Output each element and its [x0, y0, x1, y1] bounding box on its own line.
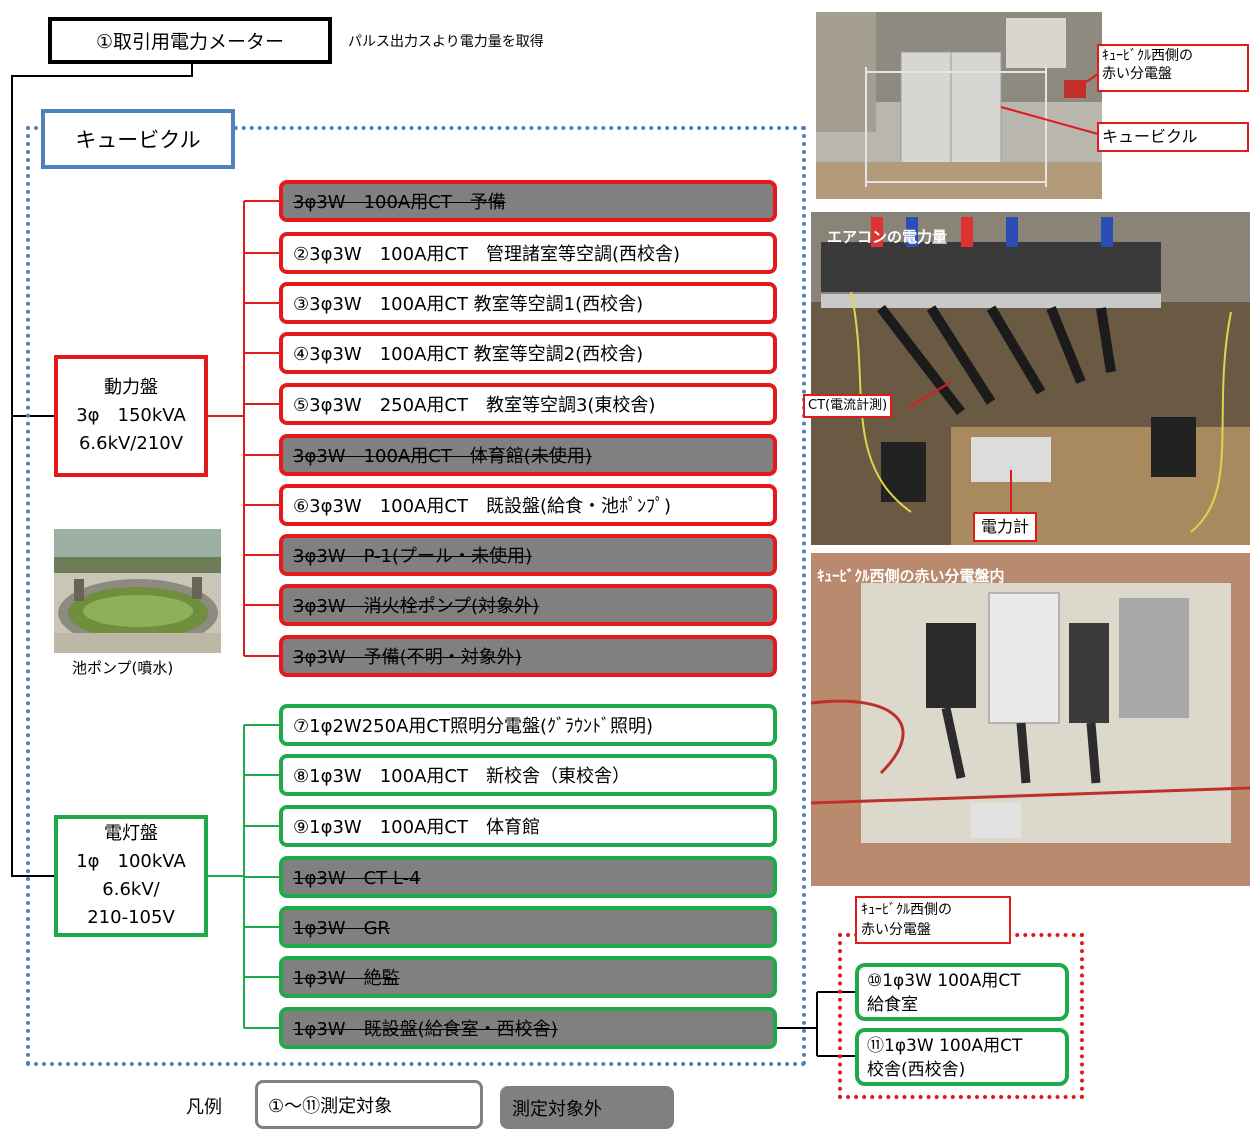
power-panel: 動力盤 3φ 150kVA 6.6kV/210V: [54, 355, 208, 477]
lighting-row: 1φ3W CT L-4: [279, 856, 777, 898]
west-row-label-1: ⑪1φ3W 100A用CT: [867, 1036, 1023, 1056]
power-row-label: ⑤3φ3W 250A用CT 教室等空調3(東校舎): [293, 395, 656, 416]
lighting-row: 1φ3W 既設盤(給食室・西校舎): [279, 1007, 777, 1049]
meter-label: ①取引用電力メーター: [95, 31, 285, 53]
west-row-label-1: ⑩1φ3W 100A用CT: [867, 971, 1021, 991]
power-row: 3φ3W 100A用CT 予備: [279, 180, 777, 222]
power-row: ②3φ3W 100A用CT 管理諸室等空調(西校舎): [279, 232, 777, 274]
aircon-meter-photo: [811, 212, 1250, 545]
power-row-label: ⑥3φ3W 100A用CT 既設盤(給食・池ﾎﾟﾝﾌﾟ): [293, 496, 671, 517]
cubicle-photo-callout-panel: ｷｭｰﾋﾞｸﾙ西側の 赤い分電盤: [1097, 44, 1249, 92]
lighting-row-label: 1φ3W CT L-4: [293, 868, 421, 889]
west-branch-lines: [777, 991, 855, 1057]
lighting-row: 1φ3W 絶監: [279, 956, 777, 998]
cubicle-boundary: [26, 126, 806, 1066]
west-panel-row: ⑩1φ3W 100A用CT 給食室: [855, 963, 1069, 1021]
legend-not-measured: 測定対象外: [500, 1086, 674, 1129]
power-row-label: 3φ3W 消火栓ポンプ(対象外): [293, 596, 540, 617]
west-row-label-2: 校舎(西校舎): [867, 1060, 966, 1080]
west-panel-interior-photo: [811, 553, 1250, 886]
power-row: 3φ3W 消火栓ポンプ(対象外): [279, 584, 777, 626]
lighting-branch-lines: [208, 724, 279, 1029]
west-panel-label-line1: ｷｭｰﾋﾞｸﾙ西側の: [861, 902, 952, 918]
meter-box: ①取引用電力メーター: [48, 17, 332, 64]
cubicle-label: キュービクル: [41, 109, 235, 169]
lighting-row: ⑧1φ3W 100A用CT 新校舎（東校舎）: [279, 754, 777, 796]
power-row-label: ②3φ3W 100A用CT 管理諸室等空調(西校舎): [293, 244, 680, 265]
aircon-photo-title: エアコンの電力量: [827, 228, 948, 246]
lighting-row-label: ⑨1φ3W 100A用CT 体育館: [293, 817, 540, 838]
west-photo-title: ｷｭｰﾋﾞｸﾙ西側の赤い分電盤内: [817, 567, 1005, 585]
west-row-label-2: 給食室: [867, 995, 918, 1015]
ct-callout: CT(電流計測): [803, 394, 893, 418]
lighting-row-label: 1φ3W GR: [293, 918, 391, 939]
lighting-panel-capacity: 1φ 100kVA: [76, 851, 186, 872]
lighting-panel-voltage-2: 210-105V: [87, 907, 175, 928]
cubicle-photo: [816, 12, 1102, 199]
power-row-label: 3φ3W P-1(プール・未使用): [293, 546, 533, 567]
power-row: 3φ3W P-1(プール・未使用): [279, 534, 777, 576]
lighting-row: 1φ3W GR: [279, 906, 777, 948]
power-panel-title: 動力盤: [104, 377, 158, 398]
legend-title: 凡例: [186, 1097, 222, 1118]
west-panel-row: ⑪1φ3W 100A用CT 校舎(西校舎): [855, 1028, 1069, 1086]
power-row: ⑥3φ3W 100A用CT 既設盤(給食・池ﾎﾟﾝﾌﾟ): [279, 484, 777, 526]
power-row: ④3φ3W 100A用CT 教室等空調2(西校舎): [279, 332, 777, 374]
power-branch-lines: [208, 200, 279, 657]
west-panel-label-line2: 赤い分電盤: [861, 922, 931, 938]
lighting-row-label: ⑧1φ3W 100A用CT 新校舎（東校舎）: [293, 766, 630, 787]
power-row: ③3φ3W 100A用CT 教室等空調1(西校舎): [279, 282, 777, 324]
power-row: 3φ3W 100A用CT 体育館(未使用): [279, 434, 777, 476]
callout-panel-line1: ｷｭｰﾋﾞｸﾙ西側の: [1102, 48, 1193, 64]
meter-note: パルス出力スより電力量を取得: [348, 34, 544, 50]
west-panel-label: ｷｭｰﾋﾞｸﾙ西側の 赤い分電盤: [855, 896, 1011, 944]
power-row-label: ③3φ3W 100A用CT 教室等空調1(西校舎): [293, 294, 644, 315]
lighting-row-label: ⑦1φ2W250A用CT照明分電盤(ｸﾞﾗｳﾝﾄﾞ照明): [293, 716, 653, 737]
meter-callout: 電力計: [973, 512, 1038, 542]
lighting-row-label: 1φ3W 絶監: [293, 968, 400, 989]
legend-measured: ①～⑪測定対象: [255, 1080, 483, 1129]
power-row-label: 3φ3W 100A用CT 体育館(未使用): [293, 446, 592, 467]
pond-pump-photo: [54, 529, 221, 653]
power-row: 3φ3W 予備(不明・対象外): [279, 635, 777, 677]
lighting-panel-title: 電灯盤: [104, 823, 158, 844]
power-panel-voltage: 6.6kV/210V: [78, 433, 184, 454]
legend-not-measured-label: 測定対象外: [512, 1098, 602, 1120]
callout-panel-line2: 赤い分電盤: [1102, 66, 1172, 82]
power-row-label: 3φ3W 予備(不明・対象外): [293, 647, 522, 668]
cubicle-photo-callout-cubicle: キュービクル: [1097, 122, 1249, 152]
power-row-label: 3φ3W 100A用CT 予備: [293, 192, 506, 213]
cubicle-label-text: キュービクル: [75, 128, 201, 152]
lighting-panel-voltage-1: 6.6kV/: [102, 879, 160, 900]
lighting-panel: 電灯盤 1φ 100kVA 6.6kV/ 210-105V: [54, 815, 208, 937]
legend-measured-label: ①～⑪測定対象: [268, 1095, 393, 1117]
lighting-row-label: 1φ3W 既設盤(給食室・西校舎): [293, 1019, 558, 1040]
power-row: ⑤3φ3W 250A用CT 教室等空調3(東校舎): [279, 383, 777, 425]
lighting-row: ⑦1φ2W250A用CT照明分電盤(ｸﾞﾗｳﾝﾄﾞ照明): [279, 704, 777, 746]
power-panel-capacity: 3φ 150kVA: [76, 405, 186, 426]
power-row-label: ④3φ3W 100A用CT 教室等空調2(西校舎): [293, 344, 644, 365]
pond-pump-caption: 池ポンプ(噴水): [72, 659, 174, 677]
lighting-row: ⑨1φ3W 100A用CT 体育館: [279, 805, 777, 847]
